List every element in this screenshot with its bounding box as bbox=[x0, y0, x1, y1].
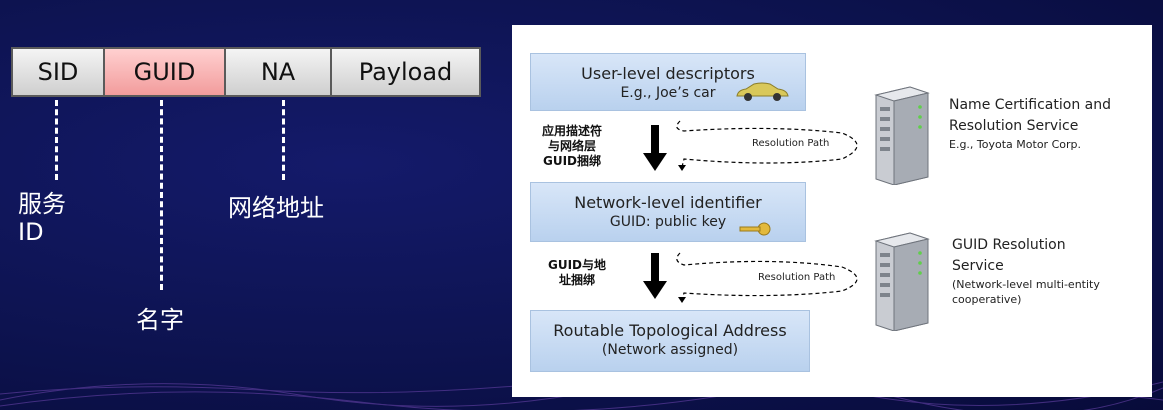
sid-label: 服务 ID bbox=[18, 190, 66, 246]
down-arrow-2 bbox=[643, 253, 667, 299]
resolution-loop-2 bbox=[676, 252, 858, 303]
name-cert-service: Name Certification and Resolution Servic… bbox=[949, 95, 1111, 152]
resolution-loop-1 bbox=[676, 120, 858, 171]
sid-connector bbox=[55, 100, 58, 180]
name-cert-line1: Name Certification and bbox=[949, 97, 1111, 113]
payload-field: Payload bbox=[332, 47, 481, 97]
user-level-box: User-level descriptors E.g., Joe’s car bbox=[530, 53, 806, 111]
guid-field: GUID bbox=[105, 47, 226, 97]
sid-field: SID bbox=[11, 47, 105, 97]
na-label: 网络地址 bbox=[228, 194, 324, 222]
packet-header: SID GUID NA Payload bbox=[11, 47, 481, 97]
key-icon bbox=[739, 222, 771, 236]
guid-resolution-service: GUID Resolution Service (Network-level m… bbox=[952, 235, 1100, 307]
resolution-diagram: User-level descriptors E.g., Joe’s car N… bbox=[512, 25, 1152, 397]
resolution-path-label-1: Resolution Path bbox=[752, 138, 830, 149]
down-arrow-1 bbox=[643, 125, 667, 171]
resolution-path-label-2: Resolution Path bbox=[758, 272, 836, 283]
na-field: NA bbox=[226, 47, 332, 97]
network-level-example: GUID: public key bbox=[609, 214, 727, 230]
guid-res-detail1: (Network-level multi-entity bbox=[952, 278, 1100, 291]
guid-res-line1: GUID Resolution bbox=[952, 237, 1066, 253]
server-icon bbox=[874, 86, 930, 185]
na-connector bbox=[282, 100, 285, 180]
binding-label-1: 应用描述符 与网络层 GUID捆绑 bbox=[541, 124, 602, 168]
car-icon bbox=[736, 82, 789, 101]
guid-connector bbox=[160, 100, 163, 290]
binding-label-2: GUID与地 址捆绑 bbox=[547, 258, 607, 287]
address-title: Routable Topological Address bbox=[553, 321, 787, 340]
name-cert-line2: Resolution Service bbox=[949, 118, 1079, 134]
guid-label: 名字 bbox=[136, 306, 184, 334]
server-icon bbox=[874, 232, 930, 331]
network-level-title: Network-level identifier bbox=[574, 193, 762, 212]
name-cert-example: E.g., Toyota Motor Corp. bbox=[949, 138, 1081, 151]
address-example: (Network assigned) bbox=[601, 342, 739, 358]
user-level-example: E.g., Joe’s car bbox=[620, 85, 716, 101]
address-box: Routable Topological Address (Network as… bbox=[530, 310, 810, 372]
guid-res-detail2: cooperative) bbox=[952, 293, 1022, 306]
guid-res-line2: Service bbox=[952, 258, 1004, 274]
user-level-title: User-level descriptors bbox=[581, 64, 755, 83]
